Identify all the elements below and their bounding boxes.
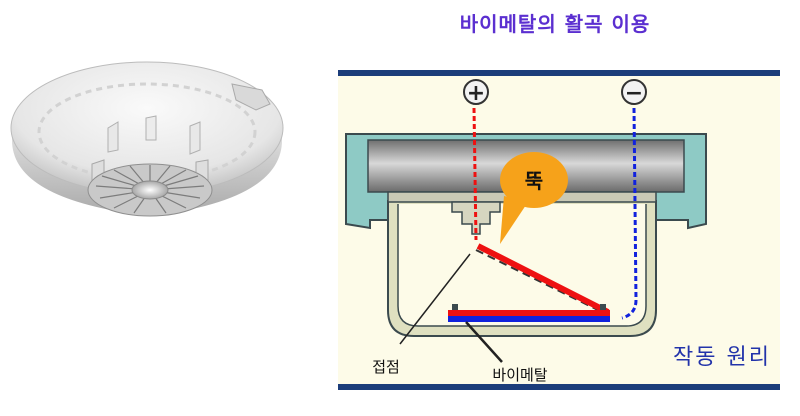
bimetal-label: 바이메탈 xyxy=(492,366,547,384)
fixed-contact xyxy=(451,201,501,235)
principle-label: 작동 원리 xyxy=(673,345,771,370)
ttuk-bubble xyxy=(500,152,568,244)
plus-label: + xyxy=(467,81,485,106)
minus-circle-icon xyxy=(621,79,647,105)
plus-circle-icon xyxy=(463,79,489,105)
arm-rest-position xyxy=(475,249,603,313)
blue-wire xyxy=(621,107,638,320)
minus-label: − xyxy=(625,81,643,106)
principle-diagram: + − 뚝 접점 바이메탈 작동 원리 xyxy=(338,70,780,390)
ttuk-text: 뚝 xyxy=(525,169,543,193)
red-wire xyxy=(472,107,478,241)
contact-leader xyxy=(399,253,471,345)
bottom-frame-bar xyxy=(338,384,780,390)
bimetal-leader xyxy=(465,321,503,363)
contact-arm xyxy=(476,243,610,315)
bimetal-strip xyxy=(448,304,610,322)
diagram-title: 바이메탈의 활곡 이용 xyxy=(459,12,651,36)
contact-label: 접점 xyxy=(372,358,400,376)
heat-detector-photo xyxy=(10,61,284,217)
top-frame-bar xyxy=(338,70,780,76)
